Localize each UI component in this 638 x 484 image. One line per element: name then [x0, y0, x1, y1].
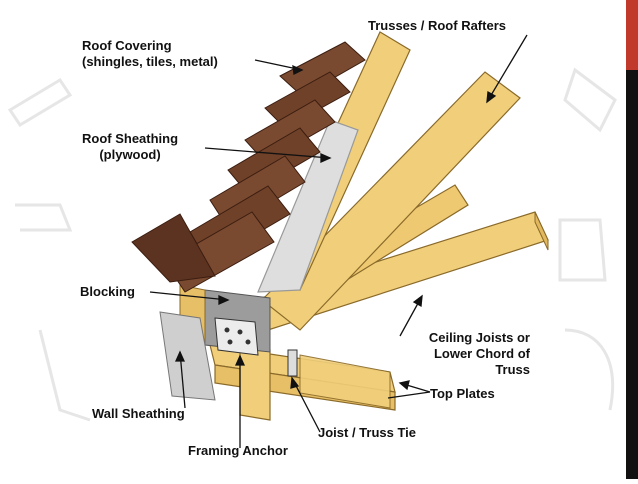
joist-tie — [287, 349, 298, 377]
wall-sheathing — [159, 311, 216, 401]
background-watermark — [7, 67, 617, 422]
label-ceiling-joists-line2: Lower Chord of — [433, 346, 530, 361]
right-accent-red — [626, 0, 638, 70]
label-roof-covering-line2: (shingles, tiles, metal) — [82, 54, 218, 69]
label-framing-anchor: Framing Anchor — [188, 443, 288, 458]
label-roof-sheathing-line1: Roof Sheathing — [82, 131, 179, 146]
label-top-plates: Top Plates — [430, 386, 495, 401]
ceiling-joist-end — [534, 211, 549, 251]
label-joist-tie: Joist / Truss Tie — [318, 425, 417, 440]
right-accent-bar — [626, 0, 638, 479]
roof-sheathing — [257, 119, 359, 293]
label-ceiling-joists-line1: Ceiling Joists or — [428, 330, 530, 345]
wall-stud — [239, 344, 271, 421]
label-trusses: Trusses / Roof Rafters — [368, 18, 506, 33]
rafter-front — [261, 71, 521, 331]
label-blocking: Blocking — [80, 284, 135, 299]
label-roof-covering-line1: Roof Covering — [82, 38, 172, 53]
framing-anchor — [214, 317, 259, 356]
label-roof-covering: Roof Covering (shingles, tiles, metal) — [82, 38, 218, 70]
label-ceiling-joists: Ceiling Joists or Lower Chord of Truss — [400, 330, 530, 378]
label-wall-sheathing: Wall Sheathing — [92, 406, 185, 421]
top-plate-end — [299, 354, 391, 409]
leader-lines — [149, 34, 528, 448]
roof-shingles — [131, 41, 366, 293]
label-roof-sheathing-line2: (plywood) — [99, 147, 161, 162]
label-ceiling-joists-line3: Truss — [495, 362, 530, 377]
label-roof-sheathing: Roof Sheathing (plywood) — [82, 131, 178, 163]
